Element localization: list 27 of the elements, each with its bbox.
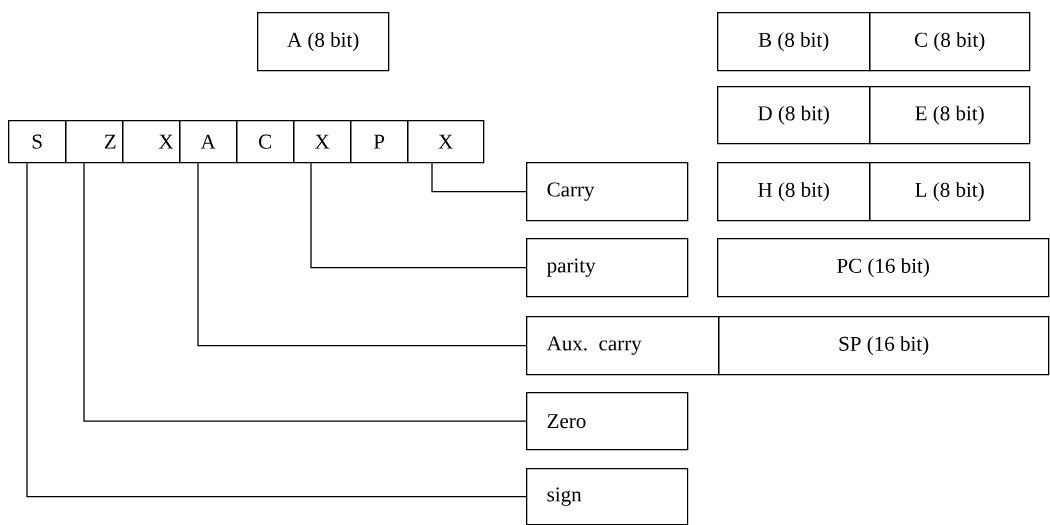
register-box: B (8 bit) bbox=[717, 12, 871, 72]
leader-line bbox=[83, 162, 527, 422]
flag-label-box: Aux. carry bbox=[526, 316, 720, 376]
flag-label-box: parity bbox=[526, 238, 689, 298]
register-box: H (8 bit) bbox=[717, 162, 871, 222]
leader-line bbox=[310, 162, 527, 269]
flag-cell: X bbox=[407, 120, 485, 164]
register-box: SP (16 bit) bbox=[718, 316, 1050, 376]
leader-line bbox=[431, 162, 527, 193]
flag-label-box: Zero bbox=[526, 392, 689, 451]
register-box: L (8 bit) bbox=[869, 162, 1031, 222]
leader-line bbox=[197, 162, 527, 347]
flag-cell: A bbox=[179, 120, 238, 164]
flag-cell: X bbox=[122, 120, 181, 164]
flag-cell: X bbox=[293, 120, 352, 164]
flag-label-box: sign bbox=[526, 468, 689, 525]
register-box: D (8 bit) bbox=[717, 86, 871, 145]
flag-cell: S bbox=[8, 120, 67, 164]
register-box: E (8 bit) bbox=[869, 86, 1031, 145]
flag-label-box: Carry bbox=[526, 162, 689, 222]
flag-cell: Z bbox=[65, 120, 124, 164]
register-box: PC (16 bit) bbox=[717, 238, 1050, 298]
register-box: C (8 bit) bbox=[869, 12, 1031, 72]
flag-cell: P bbox=[350, 120, 409, 164]
leader-line bbox=[26, 162, 527, 498]
flag-cell: C bbox=[236, 120, 295, 164]
register-box: A (8 bit) bbox=[257, 12, 390, 72]
